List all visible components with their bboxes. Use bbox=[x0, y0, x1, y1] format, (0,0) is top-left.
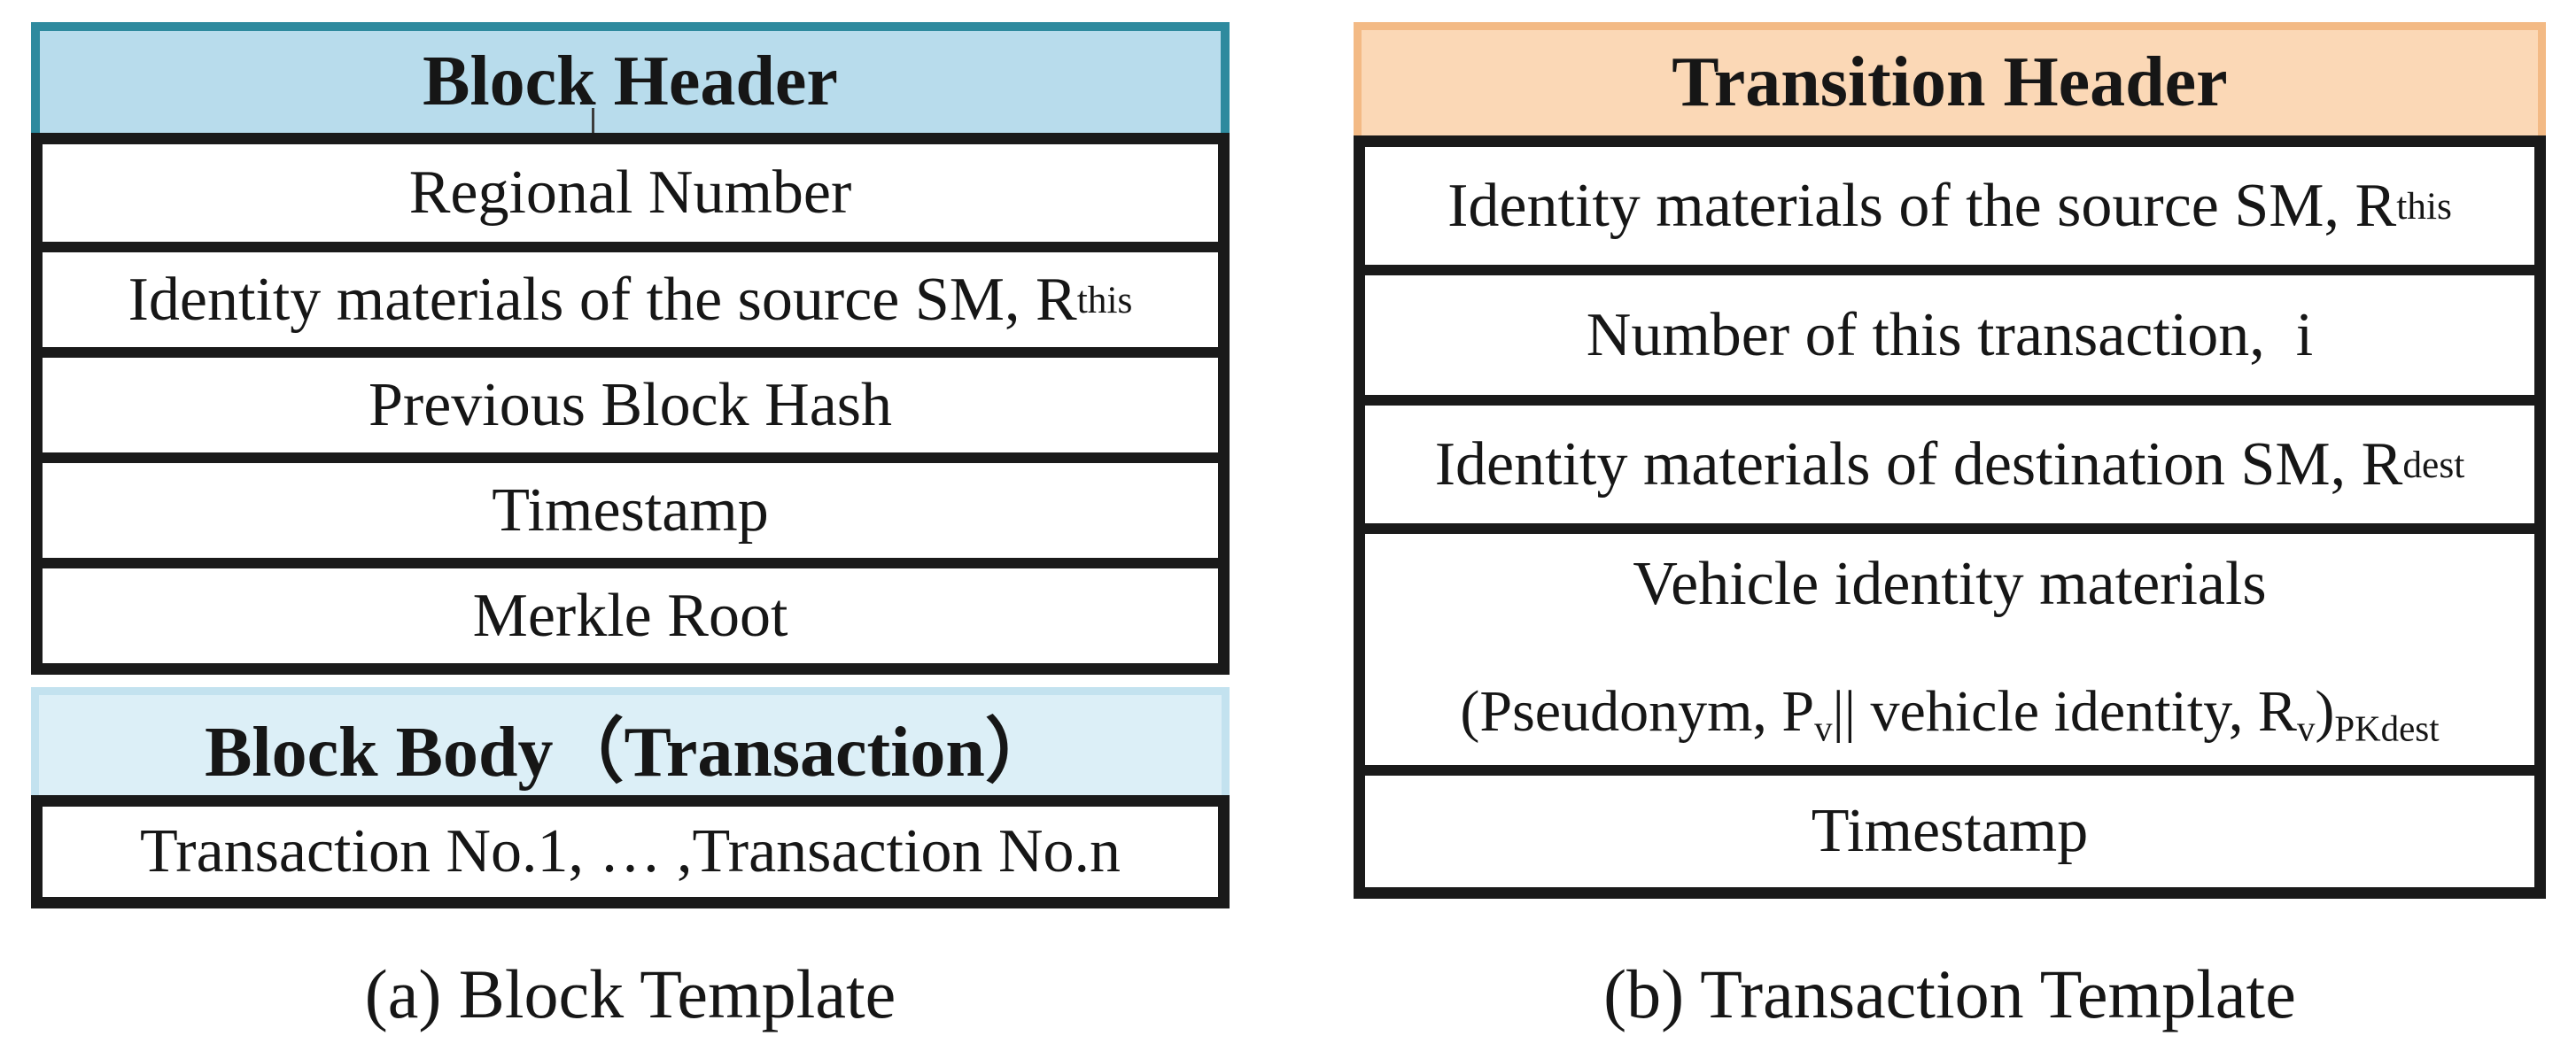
subscript: dest bbox=[2402, 443, 2465, 486]
row-label: Vehicle identity materials bbox=[1633, 550, 2267, 619]
row-label: Timestamp bbox=[1811, 797, 2089, 865]
transition-header-cell: Transition Header bbox=[1354, 22, 2546, 135]
stray-tick-mark bbox=[592, 108, 594, 151]
subscript: v bbox=[1814, 708, 1833, 749]
vehicle-identity-formula: (Pseudonym, Pv|| vehicle identity, Rv)PK… bbox=[1460, 679, 2440, 749]
subscript: PKdest bbox=[2334, 708, 2440, 749]
row-label: Previous Block Hash bbox=[368, 370, 893, 439]
row-label: Identity materials of the source SM, R bbox=[128, 265, 1077, 334]
block-header-cell: Block Header bbox=[31, 22, 1230, 133]
block-body-header-cell: Block Body（Transaction） bbox=[31, 687, 1230, 795]
transactions-row: Transaction No.1, … ,Transaction No.n bbox=[31, 795, 1230, 908]
row-label: Regional Number bbox=[408, 158, 852, 227]
row-label: Transaction No.1, … ,Transaction No.n bbox=[139, 817, 1121, 885]
table-row: Number of this transaction, i bbox=[1365, 265, 2534, 395]
table-row: Merkle Root bbox=[43, 558, 1218, 663]
table-row: Timestamp bbox=[1365, 765, 2534, 887]
caption-transaction-template: (b) Transaction Template bbox=[1603, 955, 2296, 1032]
table-row-vehicle-identity: Vehicle identity materials (Pseudonym, P… bbox=[1365, 523, 2534, 765]
row-label: Identity materials of the source SM, R bbox=[1447, 171, 2397, 240]
block-body-label: Block Body（Transaction） bbox=[205, 713, 1056, 792]
subscript: this bbox=[1076, 278, 1133, 321]
row-label: Timestamp bbox=[492, 475, 769, 545]
subscript: this bbox=[2396, 184, 2452, 228]
transition-header-label: Transition Header bbox=[1672, 43, 2228, 121]
table-row: Regional Number bbox=[43, 144, 1218, 242]
subscript: v bbox=[2296, 708, 2316, 749]
block-header-label: Block Header bbox=[423, 43, 838, 120]
row-label: Merkle Root bbox=[472, 581, 788, 650]
row-label: Identity materials of destination SM, R bbox=[1434, 429, 2403, 499]
caption-block-template: (a) Block Template bbox=[364, 955, 896, 1032]
table-row: Timestamp bbox=[43, 452, 1218, 558]
block-template-table: Regional Number Identity materials of th… bbox=[31, 133, 1230, 675]
table-row: Previous Block Hash bbox=[43, 347, 1218, 452]
row-label: Number of this transaction, i bbox=[1586, 300, 2314, 369]
